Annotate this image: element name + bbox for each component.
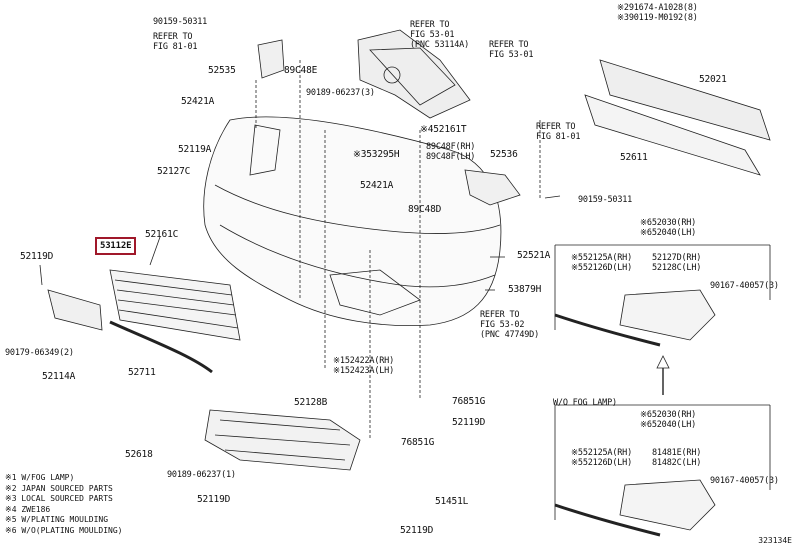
label-52114A: 52114A — [42, 371, 76, 382]
label-refer-fig-53-01-b: REFER TO FIG 53-01 — [489, 40, 534, 60]
legend-item-4: ※4 ZWE186 — [5, 504, 51, 514]
legend-item-5: ※5 W/PLATING MOULDING — [5, 515, 109, 524]
label-fog-moulding-nums: ※652030(RH) ※652040(LH) — [640, 218, 697, 238]
label-52128B: 52128B — [294, 397, 328, 408]
legend-item-3: ※3 LOCAL SOURCED PARTS — [5, 494, 113, 503]
footnote-legend: ※1 W/FOG LAMP) ※2 JAPAN SOURCED PARTS ※3… — [5, 473, 122, 536]
label-wo-cover-a: ※552125A(RH) ※552126D(LH) — [571, 448, 633, 468]
label-52021: 52021 — [699, 74, 727, 85]
label-52127C: 52127C — [157, 166, 191, 177]
label-fog-cover-a: ※552125A(RH) ※552126D(LH) — [571, 253, 633, 273]
label-52611: 52611 — [620, 152, 648, 163]
label-89C48D: 89C48D — [408, 204, 442, 215]
label-52711: 52711 — [128, 367, 156, 378]
label-90167-a: 90167-40057(3) — [710, 281, 779, 291]
label-52119D-bottom: 52119D — [197, 494, 231, 505]
label-53879H: 53879H — [508, 284, 542, 295]
label-90179: 90179-06349(2) — [5, 348, 74, 358]
label-top-right-bolts: ※291674-A1028(8) ※390119-M0192(8) — [617, 3, 698, 23]
label-76851G-a: 76851G — [452, 396, 486, 407]
label-wo-fog-lamp: W/O FOG LAMP) — [553, 398, 617, 408]
label-refer-fig-53-01-a: REFER TO FIG 53-01 (PNC 53114A) — [410, 20, 470, 50]
label-52421A-mid: 52421A — [360, 180, 394, 191]
label-wo-cover-b: 81481E(RH) 81482C(LH) — [652, 448, 702, 468]
label-fog-cover-b: 52127D(RH) 52128C(LH) — [652, 253, 702, 273]
label-52161C: 52161C — [145, 229, 179, 240]
label-52119A: 52119A — [178, 144, 212, 155]
label-52119D-mid: 52119D — [452, 417, 486, 428]
label-52535: 52535 — [208, 65, 236, 76]
legend-item-2: ※2 JAPAN SOURCED PARTS — [5, 483, 113, 493]
label-89C48F: 89C48F(RH) 89C48F(LH) — [426, 142, 476, 162]
diagram-id: 323134E — [758, 536, 792, 545]
label-52119D-lowest: 52119D — [400, 525, 434, 536]
label-52161T: ※452161T — [420, 124, 467, 135]
label-refer-fig-53-02: REFER TO FIG 53-02 (PNC 47749D) — [480, 310, 540, 340]
label-wo-moulding-nums: ※652030(RH) ※652040(LH) — [640, 410, 697, 430]
label-90189-3: 90189-06237(3) — [306, 88, 375, 98]
label-refer-fig-81-01-a: REFER TO FIG 81-01 — [153, 32, 198, 52]
legend-item-1: ※1 W/FOG LAMP) — [5, 473, 75, 482]
label-52536: 52536 — [490, 149, 518, 160]
label-53295H: ※353295H — [353, 149, 400, 160]
label-refer-fig-81-01-b: REFER TO FIG 81-01 — [536, 122, 581, 142]
label-52119D-left: 52119D — [20, 251, 54, 262]
label-90167-b: 90167-40057(3) — [710, 476, 779, 486]
label-76851G-b: 76851G — [401, 437, 435, 448]
label-52421A-left: 52421A — [181, 96, 215, 107]
label-53112E-highlighted: 53112E — [95, 237, 137, 255]
label-52618: 52618 — [125, 449, 153, 460]
label-89C48E: 89C48E — [284, 65, 318, 76]
label-90189-1: 90189-06237(1) — [167, 470, 236, 480]
label-52422A: ※152422A(RH) ※152423A(LH) — [333, 356, 395, 376]
legend-item-6: ※6 W/O(PLATING MOULDING) — [5, 525, 123, 535]
label-90159-top: 90159-50311 — [153, 17, 208, 27]
label-90159-right: 90159-50311 — [578, 195, 633, 205]
label-51451L: 51451L — [435, 496, 469, 507]
label-52521A: 52521A — [517, 250, 551, 261]
